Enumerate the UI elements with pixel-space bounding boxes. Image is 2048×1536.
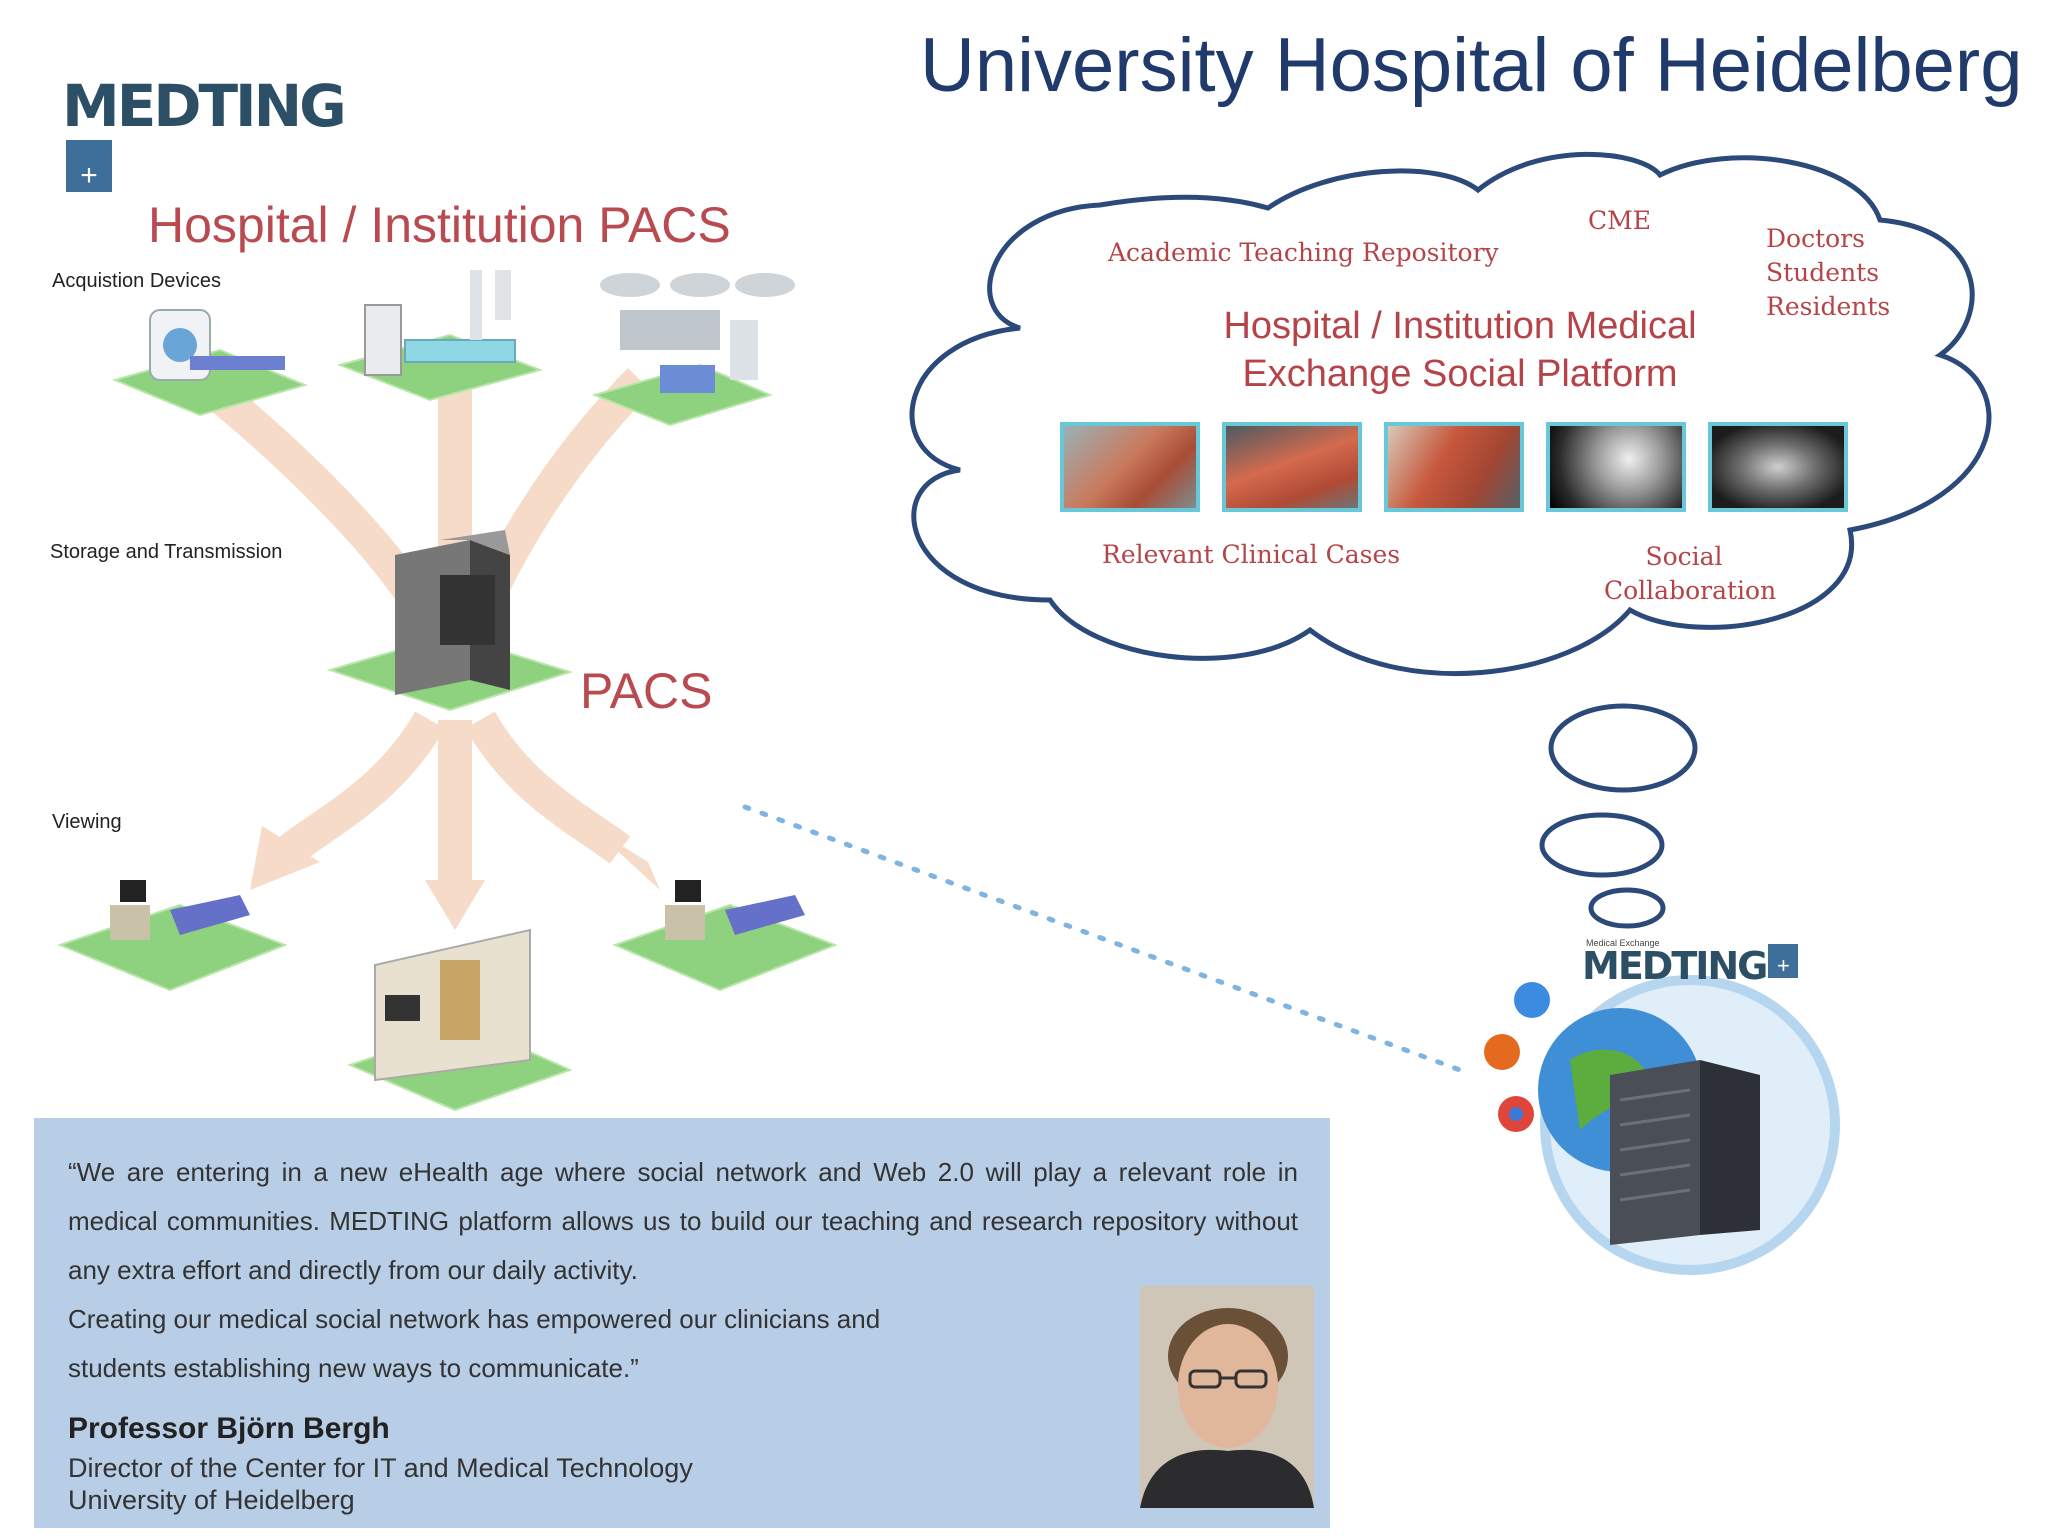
case-thumbnail-xray-1[interactable] [1546,422,1686,512]
page-title: University Hospital of Heidelberg [920,23,2023,108]
platform-heading-line2: Exchange Social Platform [1242,353,1678,395]
case-thumbnail-surgery-2[interactable] [1222,422,1362,512]
thought-bubble-medium [1539,812,1665,878]
author-role: Director of the Center for IT and Medica… [68,1453,693,1483]
ct-scanner-icon [149,309,285,381]
author-details: Director of the Center for IT and Medica… [68,1452,693,1516]
social-collaboration-line2: Collaboration [1604,576,1777,605]
pacs-center-label: PACS [580,663,713,719]
audience-doctors: Doctors [1766,224,1865,253]
logo-plus-icon: + [66,140,112,192]
audience-students: Students [1766,258,1880,287]
pacs-title: Hospital / Institution PACS [148,197,731,253]
author-photo [1140,1286,1314,1508]
clinical-cases-label: Relevant Clinical Cases [1102,540,1401,569]
author-portrait-image [1140,1286,1314,1508]
thought-cloud [909,151,1992,676]
quote-line-2: medical communities. MEDTING platform al… [68,1206,1298,1236]
pacs-server-icon [395,530,510,695]
server-logo-tagline: Medical Exchange [1586,938,1660,948]
author-name: Professor Björn Bergh [68,1412,390,1445]
internet-explorer-icon [1514,982,1550,1018]
operating-room-icon [600,273,795,393]
audience-list: Doctors Students Residents [1766,222,1890,324]
thought-bubble-large [1548,703,1698,793]
medting-logo: MEDTING+ [62,72,362,192]
social-collaboration-label: Social Collaboration [1604,540,1777,608]
workstation-right-icon [665,880,805,940]
server-medting-logo: Medical Exchange MEDTING+ [1582,938,1799,988]
acquisition-label: Acquistion Devices [52,270,221,292]
thought-bubble-small [1588,887,1666,929]
medting-server-graphic [1538,975,1840,1275]
audience-residents: Residents [1766,292,1891,321]
platform-heading: Hospital / Institution Medical Exchange … [1170,302,1750,398]
thought-bubbles [1539,703,1698,929]
quote-line-3: any extra effort and directly from our d… [68,1255,638,1285]
repository-label: Academic Teaching Repository [1108,238,1499,267]
case-thumbnail-surgery-3[interactable] [1384,422,1524,512]
storage-label: Storage and Transmission [50,541,283,563]
quote-line-1: “We are entering in a new eHealth age wh… [68,1157,1298,1187]
floor-tile-view-left [57,903,288,992]
quote-line-5: students establishing new ways to commun… [68,1353,639,1383]
xray-machine-icon [364,270,516,376]
browser-icons [1484,982,1550,1132]
server-logo-wordmark: MEDTING [1582,944,1768,988]
testimonial-box [34,1118,1330,1528]
testimonial-quote: “We are entering in a new eHealth age wh… [68,1148,1298,1393]
dotted-connector [742,804,1463,1073]
case-thumbnail-xray-2[interactable] [1708,422,1848,512]
server-logo-plus-icon: + [1768,944,1799,978]
author-institution: University of Heidelberg [68,1485,355,1515]
quote-line-4: Creating our medical social network has … [68,1304,881,1334]
cme-label: CME [1588,206,1651,235]
firefox-icon [1484,1034,1520,1070]
pacs-arrow-heads [250,826,660,930]
viewing-label: Viewing [52,811,122,833]
floor-tile-view-right [612,903,838,992]
platform-heading-line1: Hospital / Institution Medical [1223,305,1697,347]
workstation-left-icon [110,880,250,940]
logo-wordmark: MEDTING [62,72,347,140]
case-thumbnail-surgery-1[interactable] [1060,422,1200,512]
social-collaboration-line1: Social [1645,542,1723,571]
reading-room-icon [374,928,531,1082]
